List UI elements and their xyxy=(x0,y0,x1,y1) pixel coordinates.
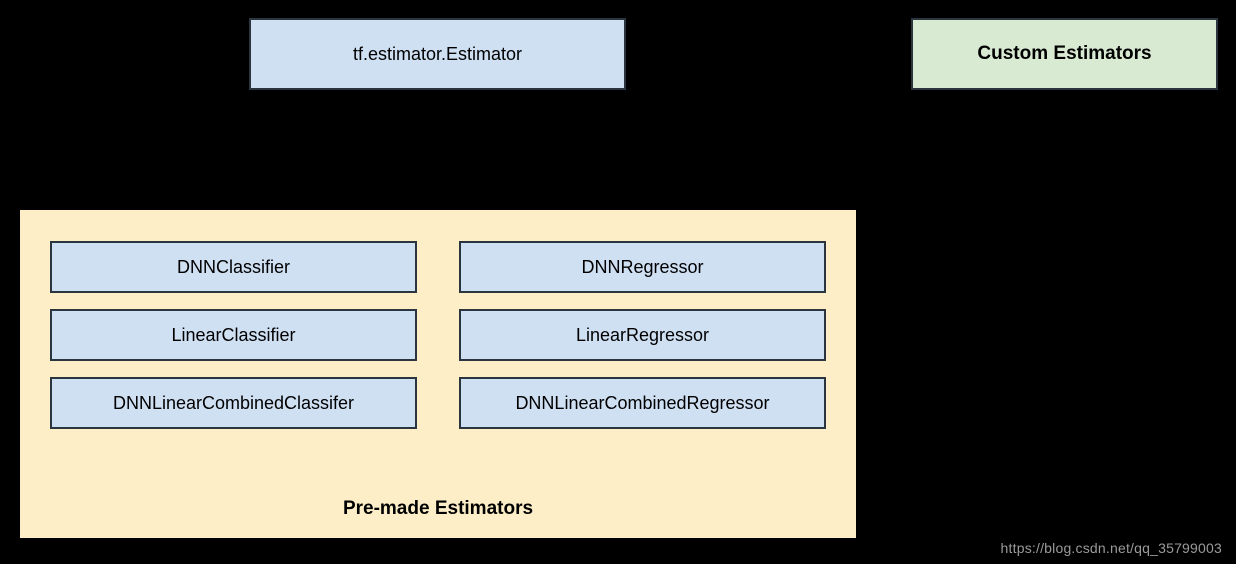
node-label: tf.estimator.Estimator xyxy=(352,43,523,64)
node-label: DNNLinearCombinedClassifer xyxy=(112,392,355,413)
node-label: Custom Estimators xyxy=(977,43,1152,65)
watermark-text: https://blog.csdn.net/qq_35799003 xyxy=(1000,540,1222,556)
node-linearclassifier: LinearClassifier xyxy=(50,309,417,361)
node-label: LinearClassifier xyxy=(171,324,296,345)
premade-row: DNNLinearCombinedClassifer DNNLinearComb… xyxy=(50,377,826,429)
node-dnnregressor: DNNRegressor xyxy=(459,241,826,293)
node-custom-estimators: Custom Estimators xyxy=(911,18,1218,90)
node-label: DNNClassifier xyxy=(176,256,290,277)
node-label: LinearRegressor xyxy=(575,324,710,345)
node-tf-estimator-estimator: tf.estimator.Estimator xyxy=(249,18,626,90)
node-label: DNNLinearCombinedRegressor xyxy=(515,392,770,413)
node-dnnlinearcombinedclassifier: DNNLinearCombinedClassifer xyxy=(50,377,417,429)
premade-row: LinearClassifier LinearRegressor xyxy=(50,309,826,361)
node-label: DNNRegressor xyxy=(581,256,704,277)
node-dnnclassifier: DNNClassifier xyxy=(50,241,417,293)
premade-row: DNNClassifier DNNRegressor xyxy=(50,241,826,293)
node-dnnlinearcombinedregressor: DNNLinearCombinedRegressor xyxy=(459,377,826,429)
premade-estimators-grid: DNNClassifier DNNRegressor LinearClassif… xyxy=(50,241,826,445)
premade-estimators-caption: Pre-made Estimators xyxy=(342,498,534,519)
node-linearregressor: LinearRegressor xyxy=(459,309,826,361)
premade-estimators-group: DNNClassifier DNNRegressor LinearClassif… xyxy=(20,210,856,538)
